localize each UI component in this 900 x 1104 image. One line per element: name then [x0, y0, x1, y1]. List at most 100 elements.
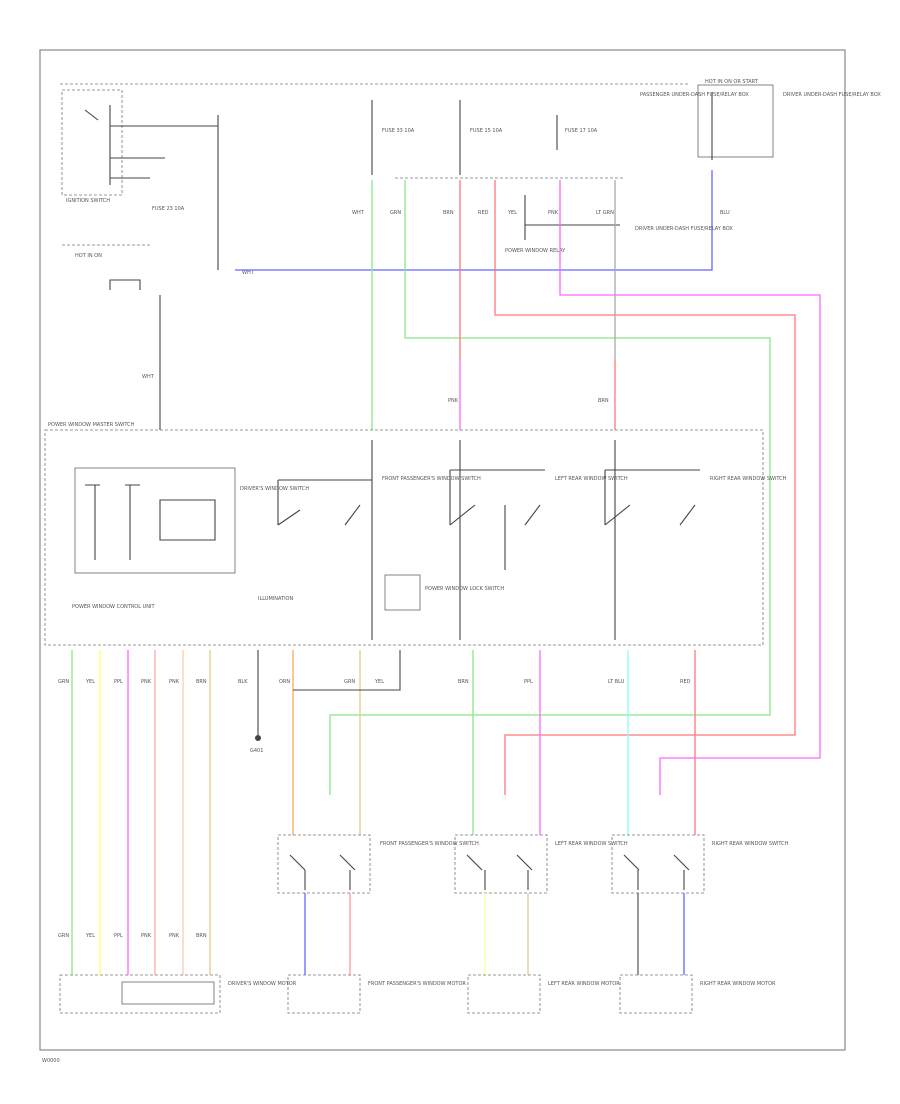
wire-code-c6: BRN	[196, 933, 207, 939]
left-rear-switch-contacts	[449, 469, 545, 526]
control-unit-label: POWER WINDOW CONTROL UNIT	[72, 604, 155, 610]
ignition-contact-1	[84, 109, 99, 121]
control-unit-relay	[159, 499, 216, 541]
rr-switch-label: RIGHT REAR WINDOW SWITCH	[712, 841, 789, 847]
wire-code-top-8: BLU	[720, 210, 730, 216]
lr-switch-outline	[454, 834, 548, 894]
top-colored-wires	[235, 170, 821, 795]
lr-motor-outline	[467, 974, 541, 1014]
fuse-23-symbol	[109, 279, 141, 290]
wire-code-b3: PPL	[114, 679, 123, 685]
wire-code-b5: PNK	[169, 679, 180, 685]
red-loop-wire	[494, 180, 796, 795]
control-unit-inner	[74, 467, 236, 574]
wire-code-b1: GRN	[58, 679, 69, 685]
motor-front-passenger: FRONT PASSENGER'S WINDOW MOTOR	[287, 974, 466, 1014]
wire-code-b6: BRN	[196, 679, 207, 685]
top-fuses: FUSE 33 10A FUSE 15 10A FUSE 17 10A POWE…	[371, 100, 733, 254]
wire-code-top-5: YEL	[507, 210, 517, 216]
wire-code-b2: YEL	[85, 679, 95, 685]
fp-motor-outline	[287, 974, 361, 1014]
top-wire-codes: WHT GRN BRN RED YEL PNK LT GRN BLU WHT P…	[142, 210, 730, 404]
driver-switch-label: DRIVER'S WINDOW SWITCH	[240, 486, 309, 492]
lr-switch-label: LEFT REAR WINDOW SWITCH	[555, 841, 628, 847]
rr-switch-outline	[611, 834, 705, 894]
wire-code-c3: PPL	[114, 933, 123, 939]
ignition-switch-label: IGNITION SWITCH	[66, 198, 110, 204]
hot-in-on-label: HOT IN ON	[75, 253, 102, 259]
wire-code-b8: ORN	[279, 679, 290, 685]
fuse-33-label: FUSE 33 10A	[382, 128, 415, 134]
wire-code-b10: YEL	[374, 679, 384, 685]
motor-right-rear: RIGHT REAR WINDOW MOTOR	[619, 974, 776, 1014]
sub-switch-front-passenger: FRONT PASSENGER'S WINDOW SWITCH	[277, 834, 479, 894]
relay-sublabel: DRIVER UNDER-DASH FUSE/RELAY BOX	[635, 226, 733, 232]
wire-code-b11: BRN	[458, 679, 469, 685]
wire-code-b4: PNK	[141, 679, 152, 685]
wire-code-top-4: RED	[478, 210, 489, 216]
wire-code-c2: YEL	[85, 933, 95, 939]
top-right-relay-box: HOT IN ON OR START PASSENGER UNDER-DASH …	[640, 79, 881, 160]
driver-motor-outline	[59, 974, 221, 1014]
wire-code-c4: PNK	[141, 933, 152, 939]
switch-to-motor-wires	[304, 893, 685, 975]
bottom-colored-wires	[71, 650, 696, 975]
motor-left-rear: LEFT REAR WINDOW MOTOR	[467, 974, 620, 1014]
ignition-box-outline	[61, 89, 123, 196]
wire-code-top-6: PNK	[548, 210, 559, 216]
wire-code-top-7: LT GRN	[596, 210, 614, 216]
master-switch-title: POWER WINDOW MASTER SWITCH	[48, 422, 135, 428]
lock-switch-box	[384, 574, 421, 611]
driver-switch-contacts	[277, 479, 372, 526]
top-right-box-outline	[697, 84, 774, 158]
right-rear-switch-label-top: RIGHT REAR WINDOW SWITCH	[710, 476, 787, 482]
top-right-box-label: HOT IN ON OR START	[705, 79, 759, 85]
lock-switch-label: POWER WINDOW LOCK SWITCH	[425, 586, 504, 592]
wire-code-top-1: WHT	[352, 210, 365, 216]
wire-code-b12: PPL	[524, 679, 533, 685]
lr-switch-contacts	[466, 854, 533, 890]
wire-code-b9: GRN	[344, 679, 355, 685]
wire-code-mid-2: BRN	[598, 398, 609, 404]
fuse-17-label: FUSE 17 10A	[565, 128, 598, 134]
wire-code-top-9: WHT	[242, 270, 255, 276]
right-rear-switch-contacts	[604, 469, 700, 526]
sub-switch-right-rear: RIGHT REAR WINDOW SWITCH	[611, 834, 789, 894]
wire-code-b14: RED	[680, 679, 691, 685]
driver-motor-label: DRIVER'S WINDOW MOTOR	[228, 981, 297, 987]
wire-code-mid-3: WHT	[142, 374, 155, 380]
driver-fuse-box-note: DRIVER UNDER-DASH FUSE/RELAY BOX	[783, 92, 881, 98]
green-loop-wire	[329, 180, 771, 795]
fp-switch-outline	[277, 834, 371, 894]
ground-label: G401	[250, 748, 263, 754]
fuse-23-label: FUSE 23 10A	[152, 206, 185, 212]
power-window-relay-label: POWER WINDOW RELAY	[505, 248, 566, 254]
fp-switch-label: FRONT PASSENGER'S WINDOW SWITCH	[380, 841, 479, 847]
left-rear-switch-label-top: LEFT REAR WINDOW SWITCH	[555, 476, 628, 482]
passenger-fuse-box-note: PASSENGER UNDER-DASH FUSE/RELAY BOX	[640, 92, 749, 98]
diagram-frame	[39, 49, 846, 1051]
rr-motor-label: RIGHT REAR WINDOW MOTOR	[700, 981, 776, 987]
ground-dot	[255, 735, 261, 741]
ground-symbol: G401	[250, 735, 263, 754]
control-unit-contacts	[85, 484, 140, 560]
wire-lock-link	[293, 650, 401, 691]
wire-code-c1: GRN	[58, 933, 69, 939]
lr-motor-label: LEFT REAR WINDOW MOTOR	[548, 981, 620, 987]
pink-loop-wire	[559, 180, 821, 795]
blue-feed-wire	[235, 170, 713, 271]
fuse-15-label: FUSE 15 10A	[470, 128, 503, 134]
fp-switch-contacts	[289, 854, 356, 890]
master-switch: POWER WINDOW MASTER SWITCH POWER WINDOW …	[44, 422, 787, 646]
bottom-wire-codes: GRN YEL PPL PNK PNK BRN BLK ORN GRN YEL …	[58, 679, 691, 939]
wire-code-b13: LT BLU	[608, 679, 625, 685]
rr-motor-outline	[619, 974, 693, 1014]
wire-code-top-3: BRN	[443, 210, 454, 216]
rr-switch-contacts	[623, 854, 690, 890]
wire-code-mid-1: PNK	[448, 398, 459, 404]
master-switch-outline	[44, 429, 764, 646]
wire-code-top-2: GRN	[390, 210, 401, 216]
illumination-label: ILLUMINATION	[258, 596, 293, 602]
